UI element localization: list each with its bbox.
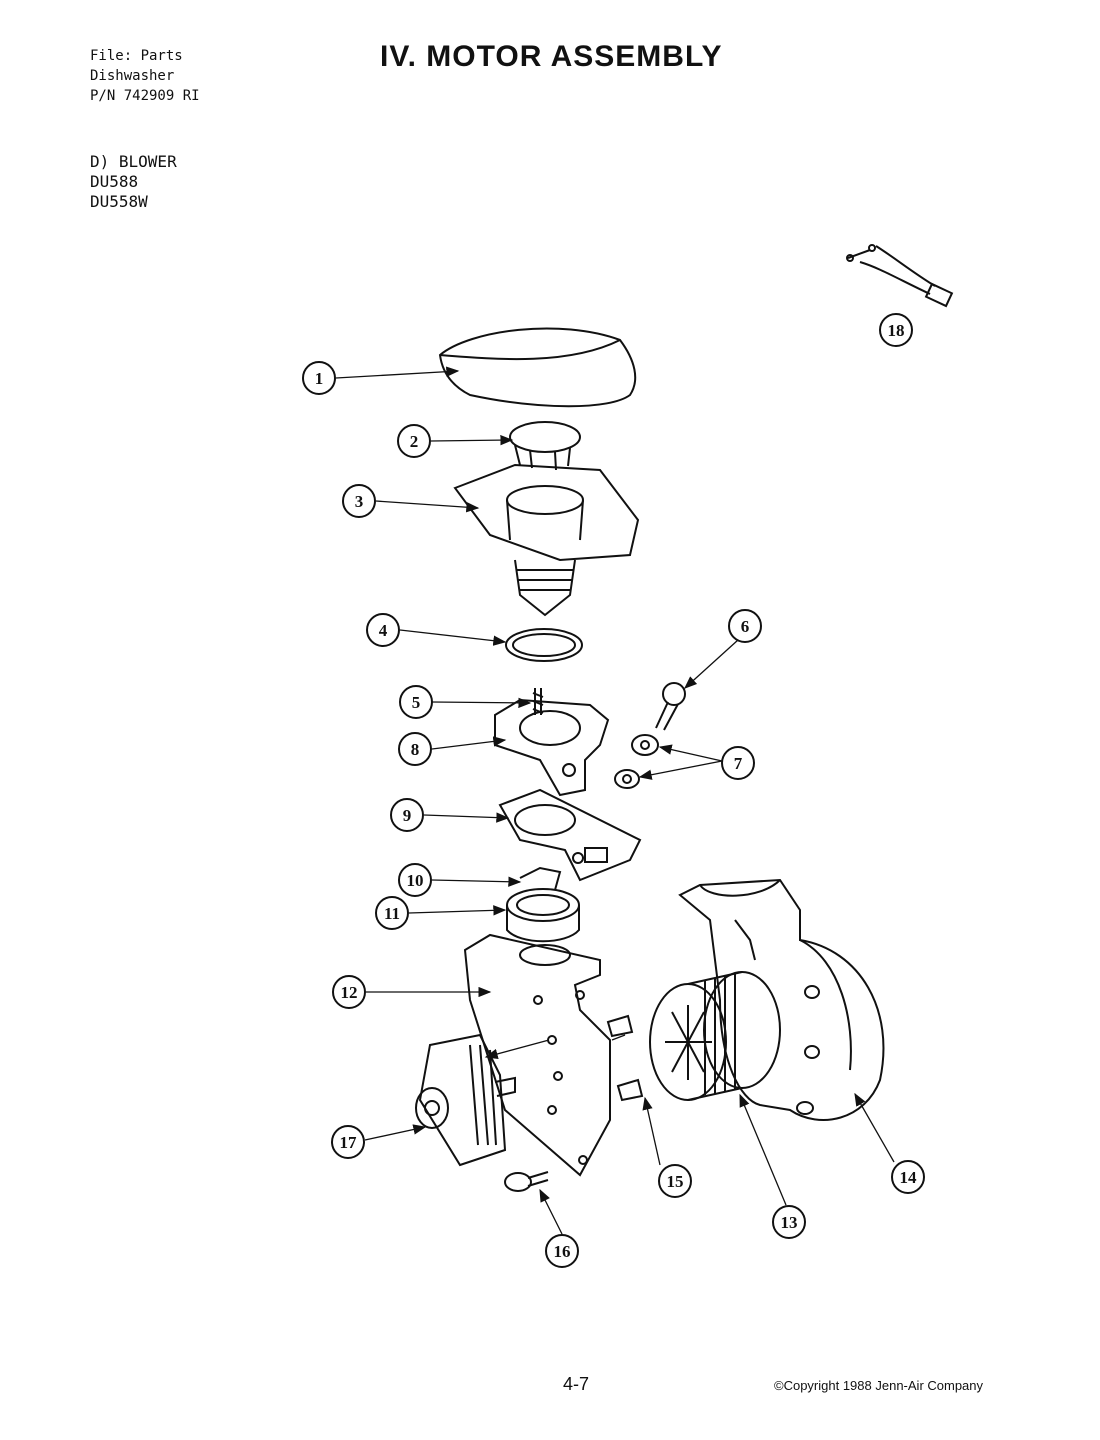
- svg-text:2: 2: [410, 432, 419, 451]
- callout-8: 8: [398, 732, 432, 766]
- callout-17: 17: [331, 1125, 365, 1159]
- callout-18: 18: [879, 313, 913, 347]
- svg-text:17: 17: [340, 1133, 358, 1152]
- callout-3: 3: [342, 484, 376, 518]
- callout-4: 4: [366, 613, 400, 647]
- page-title: IV. MOTOR ASSEMBLY: [380, 40, 723, 73]
- callout-11: 11: [375, 896, 409, 930]
- plate-gasket: [498, 788, 642, 882]
- callout-9: 9: [390, 798, 424, 832]
- svg-text:3: 3: [355, 492, 364, 511]
- copyright-notice: ©Copyright 1988 Jenn-Air Company: [774, 1378, 984, 1393]
- blower-cover: [438, 327, 637, 408]
- product-line: Dishwasher: [90, 68, 175, 84]
- svg-text:18: 18: [888, 321, 905, 340]
- page-number: 4-7: [563, 1374, 590, 1394]
- svg-text:7: 7: [734, 754, 743, 773]
- mounting-plate: [494, 698, 610, 797]
- callout-7: 7: [721, 746, 755, 780]
- callout-15: 15: [658, 1164, 692, 1198]
- svg-text:8: 8: [411, 740, 420, 759]
- callouts: 1 2 3 4 5 6 7 8 9 10 11 12 13 14 15 16 1…: [302, 313, 925, 1268]
- washers: [614, 734, 659, 789]
- callout-12: 12: [332, 975, 366, 1009]
- gasket-ring: [505, 628, 583, 662]
- svg-text:13: 13: [781, 1213, 798, 1232]
- callout-2: 2: [397, 424, 431, 458]
- callout-10: 10: [398, 863, 432, 897]
- model-du558w: DU558W: [90, 192, 148, 211]
- svg-text:12: 12: [341, 983, 358, 1002]
- svg-text:16: 16: [554, 1242, 571, 1261]
- blower-wheel: [649, 971, 781, 1101]
- section-label: D) BLOWER: [90, 152, 177, 171]
- callout-13: 13: [772, 1205, 806, 1239]
- blower-scroll-housing: [678, 878, 885, 1121]
- svg-text:14: 14: [900, 1168, 918, 1187]
- svg-text:11: 11: [384, 904, 400, 923]
- svg-text:15: 15: [667, 1172, 684, 1191]
- svg-text:1: 1: [315, 369, 324, 388]
- svg-text:6: 6: [741, 617, 750, 636]
- motor-plate: [463, 933, 611, 1177]
- leader-lines: [335, 366, 895, 1235]
- blower-motor: [415, 1033, 516, 1167]
- part-number-line: P/N 742909 RI: [90, 88, 200, 104]
- callout-16: 16: [545, 1234, 579, 1268]
- wire-harness: [846, 244, 954, 308]
- callout-6: 6: [728, 609, 762, 643]
- svg-text:9: 9: [403, 806, 412, 825]
- callout-5: 5: [399, 685, 433, 719]
- callout-14: 14: [891, 1160, 925, 1194]
- svg-text:5: 5: [412, 693, 421, 712]
- filter-disk: [509, 421, 581, 471]
- svg-text:10: 10: [407, 871, 424, 890]
- bolt: [655, 682, 686, 731]
- blower-housing-top: [453, 463, 640, 617]
- svg-text:4: 4: [379, 621, 388, 640]
- file-line: File: Parts: [90, 48, 183, 64]
- screws: [606, 1014, 644, 1102]
- callout-1: 1: [302, 361, 336, 395]
- screw: [504, 1171, 549, 1192]
- mount-collar: [506, 866, 580, 943]
- model-du588: DU588: [90, 172, 139, 191]
